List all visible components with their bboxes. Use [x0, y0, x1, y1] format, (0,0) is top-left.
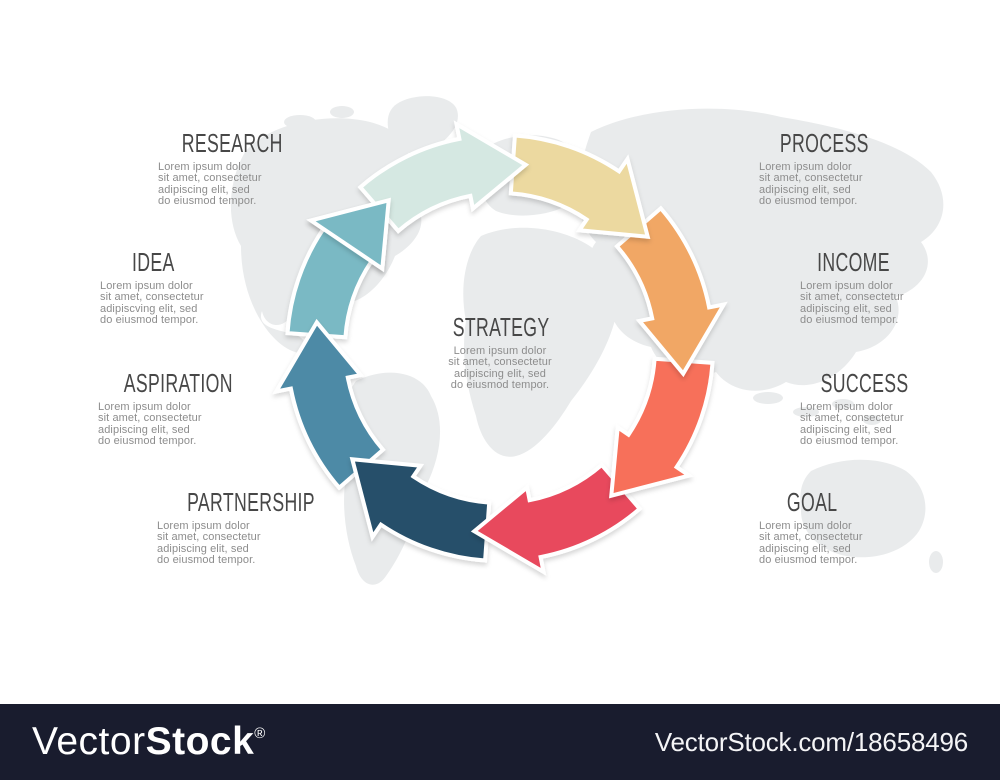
segment-partnership-body: Lorem ipsum dolor sit amet, consectetur …	[157, 520, 261, 567]
registered-mark: ®	[254, 725, 266, 742]
center-strategy-body: Lorem ipsum dolor sit amet, consectetur …	[448, 345, 552, 392]
segment-income-body: Lorem ipsum dolor sit amet, consectetur …	[800, 280, 904, 327]
arrow-research	[357, 120, 530, 234]
segment-research-title: RESEARCH	[181, 128, 283, 158]
segment-idea: IDEA Lorem ipsum dolor sit amet, consect…	[100, 247, 206, 327]
segment-aspiration-body: Lorem ipsum dolor sit amet, consectetur …	[98, 401, 202, 448]
segment-goal-body: Lorem ipsum dolor sit amet, consectetur …	[759, 520, 863, 567]
segment-aspiration-title: ASPIRATION	[123, 368, 233, 398]
segment-success-title: SUCCESS	[820, 368, 909, 398]
segment-aspiration: ASPIRATION Lorem ipsum dolor sit amet, c…	[98, 368, 233, 448]
arrow-income	[614, 205, 728, 378]
segment-success: SUCCESS Lorem ipsum dolor sit amet, cons…	[800, 368, 909, 448]
segment-research: RESEARCH Lorem ipsum dolor sit amet, con…	[158, 128, 283, 208]
segment-income-title: INCOME	[817, 247, 890, 277]
watermark-bar: VectorStock® VectorStock.com/18658496	[0, 704, 1000, 780]
center-strategy-title: STRATEGY	[452, 312, 550, 342]
arrow-goal	[470, 462, 643, 576]
arrow-idea-head	[306, 197, 391, 273]
segment-goal-title: GOAL	[786, 487, 838, 517]
segment-partnership-title: PARTNERSHIP	[187, 487, 315, 517]
center-strategy: STRATEGY Lorem ipsum dolor sit amet, con…	[430, 312, 570, 392]
watermark-site-ref: VectorStock.com/18658496	[654, 726, 968, 757]
arrow-aspiration	[272, 318, 386, 491]
arrow-process	[508, 133, 651, 239]
segment-income: INCOME Lorem ipsum dolor sit amet, conse…	[800, 247, 906, 327]
segment-idea-title: IDEA	[131, 247, 175, 277]
arrow-success	[609, 356, 715, 499]
segment-partnership: PARTNERSHIP Lorem ipsum dolor sit amet, …	[157, 487, 315, 567]
vectorstock-logo: VectorStock®	[32, 720, 266, 763]
segment-idea-body: Lorem ipsum dolor sit amet, consectetur …	[100, 280, 204, 327]
segment-success-body: Lorem ipsum dolor sit amet, consectetur …	[800, 401, 904, 448]
segment-process-title: PROCESS	[779, 128, 869, 158]
arrow-partnership	[349, 457, 492, 563]
segment-process-body: Lorem ipsum dolor sit amet, consectetur …	[759, 161, 863, 208]
segment-research-body: Lorem ipsum dolor sit amet, consectetur …	[158, 161, 262, 208]
segment-goal: GOAL Lorem ipsum dolor sit amet, consect…	[759, 487, 865, 567]
segment-process: PROCESS Lorem ipsum dolor sit amet, cons…	[759, 128, 869, 208]
